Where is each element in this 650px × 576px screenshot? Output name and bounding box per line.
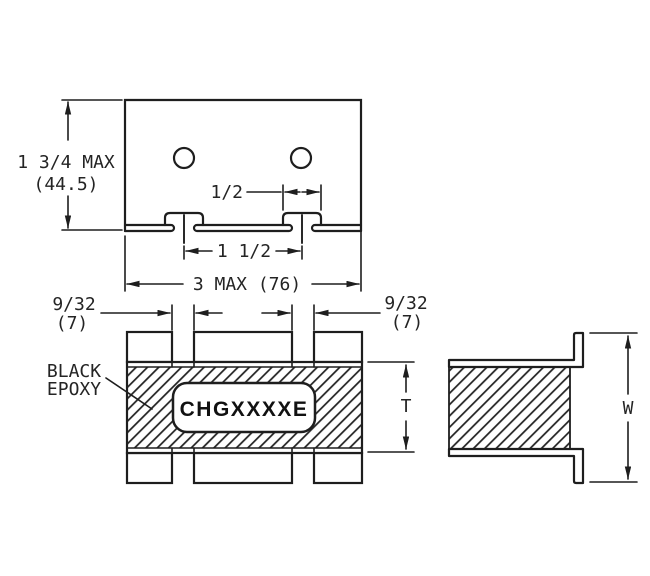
right-gap-ext-lines xyxy=(291,304,315,331)
thickness-ext-lines xyxy=(367,361,415,453)
width-ext-lines xyxy=(124,231,362,292)
part-number-label: CHGXXXXE xyxy=(180,398,309,421)
left-gap-label: 9/32 xyxy=(52,294,95,315)
right-gap-label: 9/32 xyxy=(384,293,427,314)
slot-width-label: 1/2 xyxy=(210,182,243,203)
tab-bottom-right xyxy=(312,451,364,485)
side-core-hatch xyxy=(448,366,571,450)
side-bracket-top xyxy=(447,331,585,369)
flange-strip-middle xyxy=(192,223,294,233)
front-view xyxy=(125,330,364,485)
top-view-outline xyxy=(123,98,363,233)
front-view-labels: 9/32 (7) 9/32 (7) BLACK EPOXY T xyxy=(47,293,428,417)
side-view xyxy=(447,331,585,485)
side-bracket-bottom xyxy=(447,447,585,485)
mounting-slot-right xyxy=(281,211,323,227)
height-dim-metric-label: (44.5) xyxy=(33,174,98,195)
left-gap-ext-lines xyxy=(171,304,195,331)
thickness-dim-label: T xyxy=(401,396,412,417)
width-dim-label: 3 MAX (76) xyxy=(193,274,301,295)
tab-bottom-middle xyxy=(192,451,294,485)
tab-bend-ticks xyxy=(171,361,315,454)
front-view-dimensions xyxy=(100,304,415,453)
side-width-ext-lines xyxy=(589,332,638,483)
material-label-line1: BLACK xyxy=(47,361,101,382)
slot-spacing-label: 1 1/2 xyxy=(217,241,271,262)
top-view-labels: 1 3/4 MAX (44.5) 1/2 1 1/2 3 MAX (76) xyxy=(17,152,301,295)
body-inner-lines xyxy=(126,366,363,449)
top-view-dimensions xyxy=(61,99,362,292)
left-gap-metric-label: (7) xyxy=(56,313,89,334)
tab-bottom-left xyxy=(125,451,174,485)
height-ext-lines xyxy=(61,99,123,231)
mounting-hole-right xyxy=(289,146,313,170)
slot-width-ext-lines xyxy=(282,184,322,211)
flange-strip-right xyxy=(310,223,363,233)
tab-top-right xyxy=(312,330,364,364)
flange-strip-left xyxy=(123,223,176,233)
height-dim-label: 1 3/4 MAX xyxy=(17,152,115,173)
right-gap-metric-label: (7) xyxy=(391,312,424,333)
material-label-line2: EPOXY xyxy=(47,379,101,400)
top-view xyxy=(123,98,363,244)
mounting-slot-left xyxy=(163,211,205,227)
material-leader xyxy=(105,377,153,410)
slot-spacing-ext-lines xyxy=(183,245,303,260)
mounting-hole-left xyxy=(172,146,196,170)
side-view-dimensions xyxy=(589,332,638,483)
tab-top-middle xyxy=(192,330,294,364)
side-width-label: W xyxy=(623,398,634,419)
tab-top-left xyxy=(125,330,174,364)
part-label-plate xyxy=(171,381,317,434)
